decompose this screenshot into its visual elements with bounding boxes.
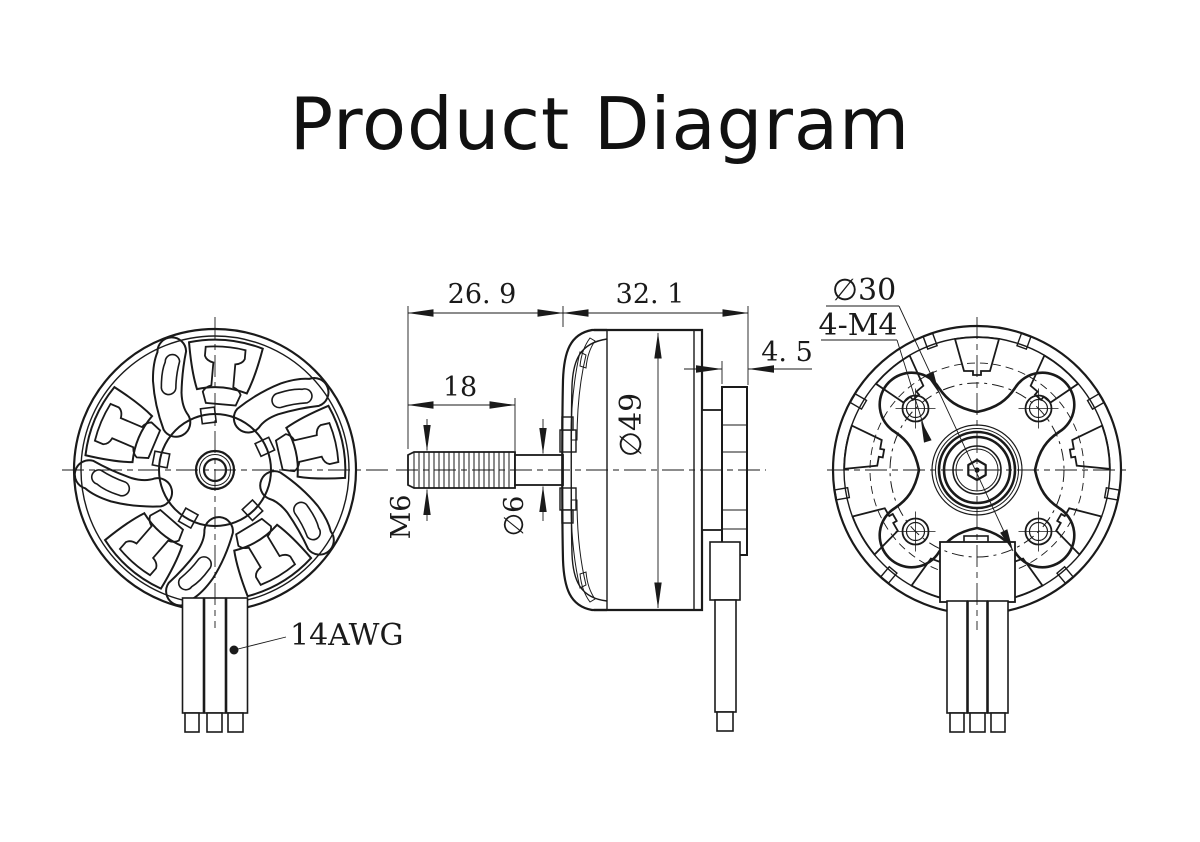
wire-bundle-side xyxy=(709,541,741,732)
mount-plate xyxy=(701,386,748,556)
mount-holes-callout: 4-M4 xyxy=(818,308,932,443)
dim-shaft-length: 26. 9 xyxy=(448,279,517,310)
dim-flange-offset: 4. 5 xyxy=(761,337,813,368)
page-title: Product Diagram xyxy=(289,82,911,166)
dim-bolt-circle: ∅30 xyxy=(832,273,896,308)
wire-gauge-label: 14AWG xyxy=(290,618,403,653)
front-centerlines xyxy=(62,317,392,628)
motor-body xyxy=(594,328,704,612)
wire-exit-block xyxy=(939,535,1016,603)
dim-thread-spec: M6 xyxy=(386,495,417,540)
rear-view: ∅30 4-M4 xyxy=(818,273,1128,733)
bolt-circle-callout: ∅30 xyxy=(826,273,1014,552)
dim-body-length: 32. 1 xyxy=(616,279,685,310)
motor-wires-rear xyxy=(946,600,1009,733)
side-view: 26. 9 32. 1 18 M6 ∅6 ∅49 4. 5 xyxy=(386,279,813,732)
dim-mount-holes: 4-M4 xyxy=(818,308,897,343)
dim-body-diameter: ∅49 xyxy=(614,393,649,457)
motor-wires-front xyxy=(181,597,249,733)
dim-thread-length: 18 xyxy=(443,372,477,403)
front-view: 14AWG xyxy=(48,317,403,733)
wire-gauge-callout: 14AWG xyxy=(229,618,403,655)
side-dimensions: 26. 9 32. 1 18 M6 ∅6 ∅49 4. 5 xyxy=(386,279,813,609)
dim-shaft-diameter: ∅6 xyxy=(499,496,530,537)
